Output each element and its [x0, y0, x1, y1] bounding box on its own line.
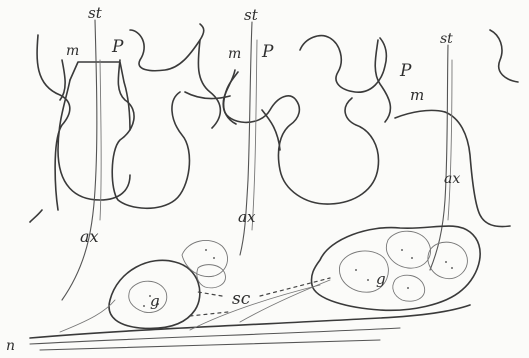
cup-outline-left — [30, 35, 70, 222]
cup-body-middle — [223, 70, 378, 204]
stipple-dots — [143, 249, 453, 307]
label-ax-right: ax — [444, 171, 460, 187]
label-m-left: m — [66, 43, 79, 59]
sc-pointer-2 — [260, 278, 330, 296]
label-st-left: st — [88, 4, 103, 22]
label-p-left: P — [111, 37, 124, 57]
label-p-middle: P — [261, 42, 274, 62]
label-g-left: g — [150, 292, 160, 310]
label-ax-middle: ax — [238, 208, 256, 226]
label-g-right: g — [376, 270, 386, 288]
cup-top-left — [130, 24, 204, 71]
nerve-fiber-5 — [190, 285, 320, 330]
nerve-fiber-2 — [30, 328, 400, 344]
label-n: n — [6, 338, 15, 354]
axon-left-shadow — [100, 60, 101, 220]
label-m-right: m — [410, 86, 424, 104]
ganglion-right-cell-2 — [386, 231, 430, 268]
label-st-right: st — [440, 31, 453, 47]
axon-middle-shadow — [252, 40, 257, 230]
ganglion-left-cell-1 — [129, 281, 167, 312]
label-ax-left: ax — [80, 227, 99, 246]
cup-outline-middle — [185, 40, 230, 128]
ganglion-left-cell-2 — [182, 240, 228, 276]
cup-body-right — [445, 112, 510, 227]
label-p-right: P — [399, 61, 412, 81]
axon-right-shadow — [448, 60, 452, 220]
axon-right — [430, 45, 448, 270]
sc-pointer-1 — [198, 292, 222, 296]
ganglion-right — [311, 226, 480, 310]
label-sc: sc — [232, 289, 251, 309]
cup-top-middle — [300, 36, 386, 93]
nerve-fiber-4 — [60, 300, 115, 332]
papilla-body-middle — [224, 72, 280, 150]
label-m-middle: m — [228, 46, 241, 62]
cup-top-right — [490, 30, 518, 82]
label-st-middle: st — [244, 6, 259, 24]
